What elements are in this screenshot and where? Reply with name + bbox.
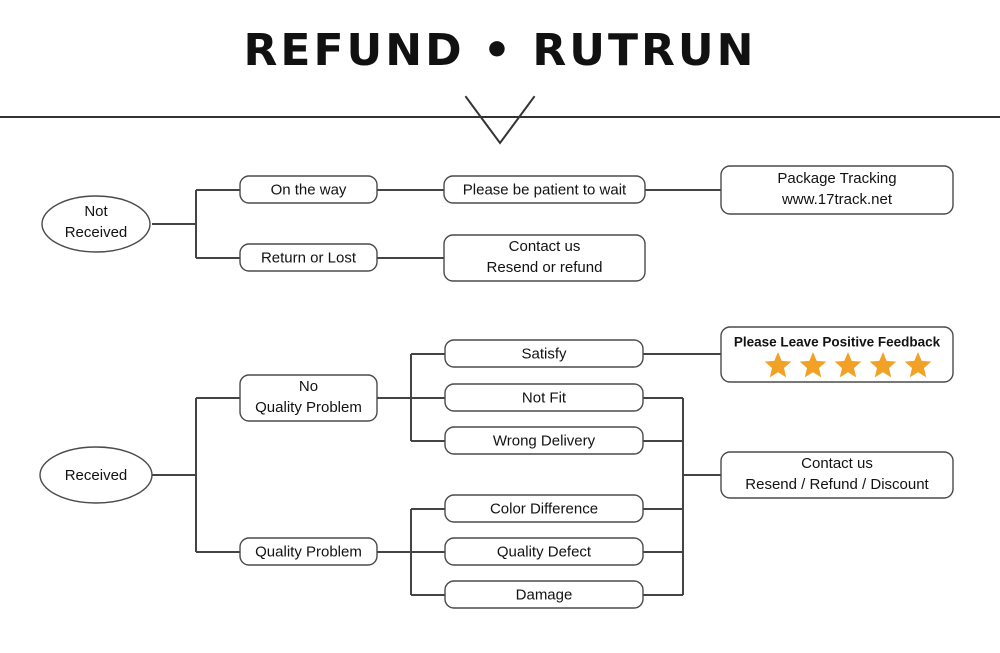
- node-please-be-patient[interactable]: Please be patient to wait: [443, 175, 646, 204]
- node-positive-feedback[interactable]: Please Leave Positive Feedback: [720, 326, 954, 383]
- star-icon: [904, 352, 932, 378]
- star-rating: [764, 352, 932, 378]
- node-please-be-patient-label: Please be patient to wait: [463, 181, 627, 198]
- node-satisfy-label: Satisfy: [521, 345, 567, 362]
- star-icon: [799, 352, 827, 378]
- node-positive-feedback-label: Please Leave Positive Feedback: [734, 335, 941, 350]
- node-on-the-way-label: On the way: [271, 181, 347, 198]
- star-icon: [764, 352, 792, 378]
- star-icon: [869, 352, 897, 378]
- node-received[interactable]: Received: [39, 446, 153, 504]
- node-contact-us-resend-refund[interactable]: Contact us Resend or refund: [443, 234, 646, 282]
- connectors-received: [152, 353, 721, 596]
- node-contact-discount-line1: Contact us: [801, 455, 873, 472]
- node-not-received-line2: Received: [65, 224, 128, 241]
- node-damage[interactable]: Damage: [444, 580, 644, 609]
- node-wrong-delivery-label: Wrong Delivery: [493, 432, 596, 449]
- page-title: REFUND • RUTRUN: [244, 25, 757, 76]
- node-on-the-way[interactable]: On the way: [239, 175, 378, 204]
- node-no-quality-line1: No: [299, 378, 318, 395]
- node-color-difference[interactable]: Color Difference: [444, 494, 644, 523]
- node-return-or-lost[interactable]: Return or Lost: [239, 243, 378, 272]
- node-no-quality-line2: Quality Problem: [255, 399, 362, 416]
- node-not-received[interactable]: Not Received: [41, 195, 151, 253]
- node-quality-problem-label: Quality Problem: [255, 543, 362, 560]
- node-wrong-delivery[interactable]: Wrong Delivery: [444, 426, 644, 455]
- node-contact-us-discount[interactable]: Contact us Resend / Refund / Discount: [720, 451, 954, 499]
- node-package-tracking[interactable]: Package Tracking www.17track.net: [720, 165, 954, 215]
- node-not-fit[interactable]: Not Fit: [444, 383, 644, 412]
- node-color-difference-label: Color Difference: [490, 500, 598, 517]
- connectors-not-received: [152, 189, 721, 259]
- node-quality-defect-label: Quality Defect: [497, 543, 592, 560]
- node-quality-defect[interactable]: Quality Defect: [444, 537, 644, 566]
- branch-received: Received No Quality Problem Quality Prob…: [39, 326, 954, 609]
- node-return-or-lost-label: Return or Lost: [261, 249, 357, 266]
- node-package-tracking-line2: www.17track.net: [781, 191, 893, 208]
- star-icon: [834, 352, 862, 378]
- node-contact-resend-line1: Contact us: [509, 238, 581, 255]
- node-contact-discount-line2: Resend / Refund / Discount: [745, 476, 929, 493]
- node-no-quality-problem[interactable]: No Quality Problem: [239, 374, 378, 422]
- node-not-fit-label: Not Fit: [522, 389, 567, 406]
- node-quality-problem[interactable]: Quality Problem: [239, 537, 378, 566]
- node-satisfy[interactable]: Satisfy: [444, 339, 644, 368]
- down-chevron-icon: [464, 95, 536, 145]
- node-package-tracking-line1: Package Tracking: [777, 170, 896, 187]
- node-received-label: Received: [65, 467, 128, 484]
- node-not-received-line1: Not: [84, 203, 108, 220]
- node-contact-resend-line2: Resend or refund: [487, 259, 603, 276]
- node-damage-label: Damage: [516, 586, 573, 603]
- branch-not-received: Not Received On the way Return or Lost P…: [41, 165, 954, 282]
